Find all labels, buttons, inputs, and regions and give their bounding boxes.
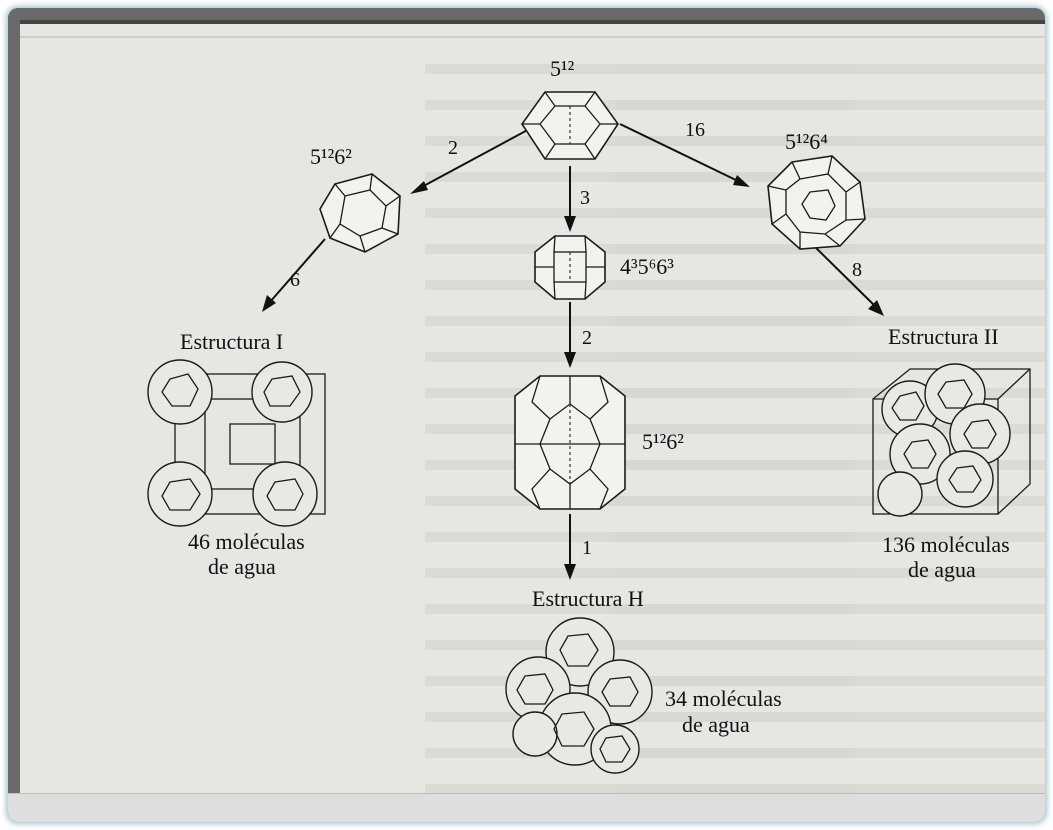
caption-estructura-2-line2: de agua [908,557,976,582]
background-text-smudge [615,388,855,398]
label-estructura-1: Estructura I [180,329,283,354]
label-cage-5-12-6-2-left: 5¹²6² [310,144,352,169]
background-text-smudge [615,532,855,542]
background-text-smudge [615,568,855,578]
estructura-1-model [148,360,325,526]
cage-5-12-6-2-left [320,174,400,252]
background-text-smudge [615,640,855,650]
arrowhead [410,181,428,194]
caption-estructura-1-line2: de agua [208,554,276,579]
arrow-count-left-struct1: 6 [290,269,300,291]
image-frame: 2 16 3 6 8 2 1 5¹² [8,8,1045,822]
scanned-page: 2 16 3 6 8 2 1 5¹² [20,20,1045,814]
caption-estructura-2-line1: 136 moléculas [882,532,1010,557]
arrow-count-lower-structh: 1 [582,537,592,559]
label-cage-5-12-6-4: 5¹²6⁴ [785,129,828,154]
caption-estructura-1-line1: 46 moléculas [188,529,305,554]
background-text-smudge [615,280,855,290]
background-text-smudge [615,316,855,326]
bottom-bar [8,793,1045,822]
cage-4-3-5-6-6-3 [535,236,605,299]
label-cage-5-12: 5¹² [550,56,575,81]
label-cage-4-3-5-6-6-3: 4³5⁶6³ [620,254,674,279]
background-text-smudge [615,604,855,614]
arrow-count-mid-lower: 2 [582,327,592,349]
estructura-2-model [873,364,1030,516]
label-estructura-2: Estructura II [888,324,999,349]
background-text-smudge [615,460,855,470]
background-text-smudge [615,496,855,506]
background-text-smudge [615,64,855,74]
background-text-smudge [615,352,855,362]
arrow-count-top-left: 2 [448,137,458,159]
caption-estructura-h-line2: de agua [682,712,750,737]
cage-5-12-6-2-lower [515,376,625,509]
caption-estructura-h-line1: 34 moléculas [665,686,782,711]
arrowhead [564,216,576,232]
background-text-smudge [615,748,855,758]
background-text-smudge [615,100,855,110]
arrow-count-top-right: 16 [685,119,705,141]
cage-5-12-6-4 [768,156,865,249]
arrow-count-top-mid: 3 [580,187,590,209]
arrow-count-right-struct2: 8 [852,259,862,281]
label-estructura-h: Estructura H [532,586,644,611]
hydrate-structures-diagram: 2 16 3 6 8 2 1 5¹² [20,24,1045,814]
label-cage-5-12-6-2-lower: 5¹²6² [642,429,684,454]
